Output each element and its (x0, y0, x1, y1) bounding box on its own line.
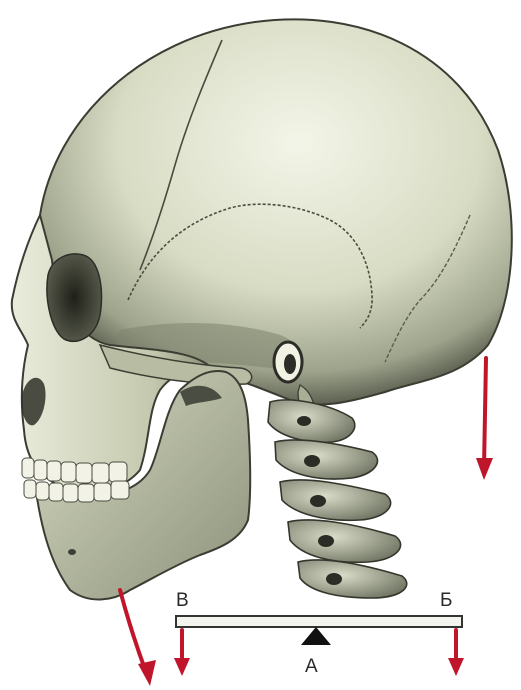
tooth (47, 461, 61, 481)
tooth (94, 483, 111, 501)
tooth (49, 483, 63, 501)
vertebra (268, 400, 355, 442)
arrow-down-icon (174, 630, 190, 676)
label-fulcrum: А (305, 656, 318, 677)
tooth (109, 462, 127, 482)
arrow-down-icon (448, 630, 464, 676)
vertebral-foramen (326, 573, 342, 585)
vertebral-foramen (318, 535, 334, 547)
vertebra (275, 440, 378, 479)
tooth (34, 460, 47, 480)
lever-scheme: В Б А (176, 590, 462, 677)
vertebral-foramen (304, 455, 320, 467)
arrow-down-icon (120, 590, 156, 686)
label-right-end: Б (440, 590, 452, 611)
tooth (36, 482, 49, 500)
label-left-end: В (176, 590, 189, 611)
vertebra (280, 480, 391, 520)
tooth (61, 462, 76, 482)
vertebral-foramen (297, 416, 311, 426)
triangle-up-icon (301, 627, 331, 645)
teeth (22, 458, 129, 502)
tooth (78, 484, 94, 502)
cervical-spine (268, 400, 407, 598)
tooth (24, 480, 36, 498)
vertebral-foramen (310, 495, 326, 507)
ear-canal-inner (284, 354, 296, 374)
tooth (111, 481, 129, 499)
tooth (22, 458, 34, 478)
arrow-down-icon (476, 358, 493, 480)
eye-socket (47, 254, 101, 341)
skull-illustration (12, 19, 512, 599)
vertebra (288, 520, 401, 562)
tooth (76, 463, 92, 483)
tooth (92, 463, 109, 483)
tooth (63, 484, 78, 502)
vertebra (298, 560, 407, 598)
mental-foramen (68, 549, 76, 555)
lever-beam (176, 616, 462, 627)
